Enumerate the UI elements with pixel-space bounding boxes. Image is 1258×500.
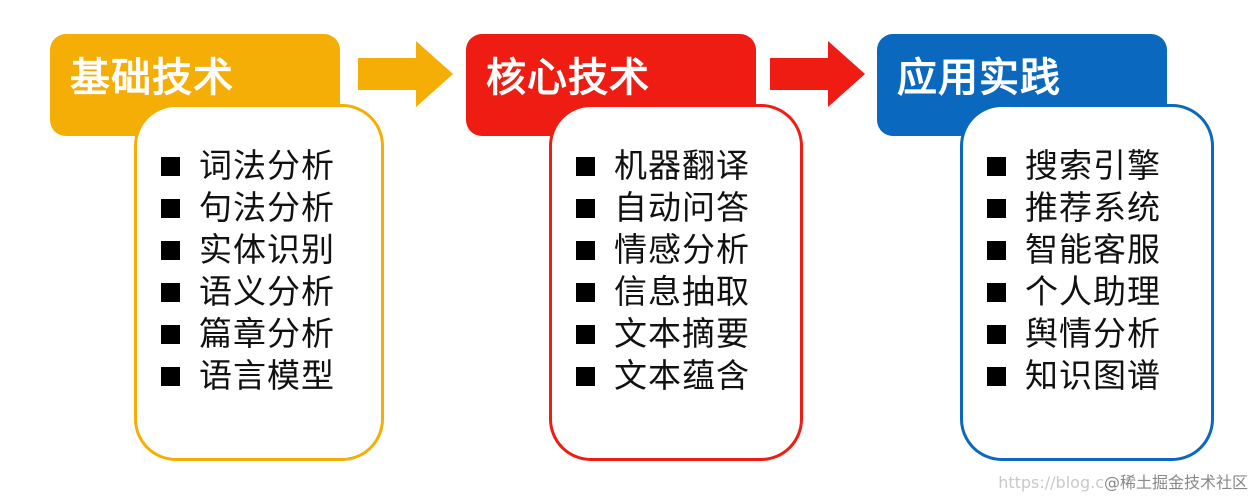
square-bullet-icon — [576, 366, 595, 386]
list-item: 语言模型 — [161, 355, 335, 397]
square-bullet-icon — [161, 366, 180, 386]
square-bullet-icon — [987, 366, 1006, 386]
list-item: 智能客服 — [987, 229, 1161, 271]
list-item-label: 语言模型 — [199, 356, 335, 395]
stage-application-panel: 搜索引擎 推荐系统 智能客服 个人助理 舆情分析 知识图谱 — [960, 104, 1214, 461]
square-bullet-icon — [576, 198, 595, 218]
stage-basic-title: 基础技术 — [70, 55, 234, 101]
square-bullet-icon — [161, 198, 180, 218]
list-item-label: 语义分析 — [199, 272, 335, 311]
stage-basic-list: 词法分析 句法分析 实体识别 语义分析 篇章分析 语言模型 — [161, 145, 335, 397]
list-item-label: 机器翻译 — [614, 146, 750, 185]
list-item-label: 自动问答 — [614, 188, 750, 227]
watermark: https://blog.c@稀土掘金技术社区 — [998, 473, 1248, 493]
square-bullet-icon — [987, 198, 1006, 218]
square-bullet-icon — [576, 240, 595, 260]
list-item-label: 搜索引擎 — [1025, 146, 1161, 185]
square-bullet-icon — [161, 156, 180, 176]
square-bullet-icon — [161, 240, 180, 260]
square-bullet-icon — [161, 324, 180, 344]
list-item-label: 智能客服 — [1025, 230, 1161, 269]
square-bullet-icon — [987, 240, 1006, 260]
list-item-label: 情感分析 — [614, 230, 750, 269]
stage-basic-panel: 词法分析 句法分析 实体识别 语义分析 篇章分析 语言模型 — [134, 104, 384, 461]
list-item: 个人助理 — [987, 271, 1161, 313]
list-item-label: 文本摘要 — [614, 314, 750, 353]
list-item: 信息抽取 — [576, 271, 750, 313]
list-item: 实体识别 — [161, 229, 335, 271]
arrow-right-icon — [358, 41, 453, 107]
square-bullet-icon — [987, 324, 1006, 344]
list-item: 机器翻译 — [576, 145, 750, 187]
square-bullet-icon — [987, 282, 1006, 302]
list-item: 情感分析 — [576, 229, 750, 271]
list-item-label: 句法分析 — [199, 188, 335, 227]
watermark-url: https://blog.c — [998, 473, 1104, 492]
list-item: 词法分析 — [161, 145, 335, 187]
stage-core-panel: 机器翻译 自动问答 情感分析 信息抽取 文本摘要 文本蕴含 — [549, 104, 803, 461]
list-item: 句法分析 — [161, 187, 335, 229]
list-item: 语义分析 — [161, 271, 335, 313]
list-item-label: 文本蕴含 — [614, 356, 750, 395]
square-bullet-icon — [576, 282, 595, 302]
watermark-source: @稀土掘金技术社区 — [1103, 473, 1248, 492]
list-item: 自动问答 — [576, 187, 750, 229]
stage-application-title: 应用实践 — [897, 55, 1061, 101]
list-item-label: 个人助理 — [1025, 272, 1161, 311]
list-item: 搜索引擎 — [987, 145, 1161, 187]
arrow-shape — [358, 41, 453, 107]
arrow-right-icon — [770, 41, 865, 107]
list-item: 舆情分析 — [987, 313, 1161, 355]
list-item: 推荐系统 — [987, 187, 1161, 229]
list-item-label: 词法分析 — [199, 146, 335, 185]
list-item-label: 推荐系统 — [1025, 188, 1161, 227]
list-item-label: 实体识别 — [199, 230, 335, 269]
square-bullet-icon — [576, 324, 595, 344]
list-item-label: 知识图谱 — [1025, 356, 1161, 395]
stage-application-list: 搜索引擎 推荐系统 智能客服 个人助理 舆情分析 知识图谱 — [987, 145, 1161, 397]
list-item: 文本蕴含 — [576, 355, 750, 397]
square-bullet-icon — [987, 156, 1006, 176]
square-bullet-icon — [161, 282, 180, 302]
arrow-shape — [770, 41, 865, 107]
stage-core-title: 核心技术 — [486, 55, 650, 101]
list-item-label: 篇章分析 — [199, 314, 335, 353]
list-item-label: 舆情分析 — [1025, 314, 1161, 353]
list-item: 文本摘要 — [576, 313, 750, 355]
square-bullet-icon — [576, 156, 595, 176]
stage-core-list: 机器翻译 自动问答 情感分析 信息抽取 文本摘要 文本蕴含 — [576, 145, 750, 397]
list-item: 知识图谱 — [987, 355, 1161, 397]
list-item: 篇章分析 — [161, 313, 335, 355]
list-item-label: 信息抽取 — [614, 272, 750, 311]
